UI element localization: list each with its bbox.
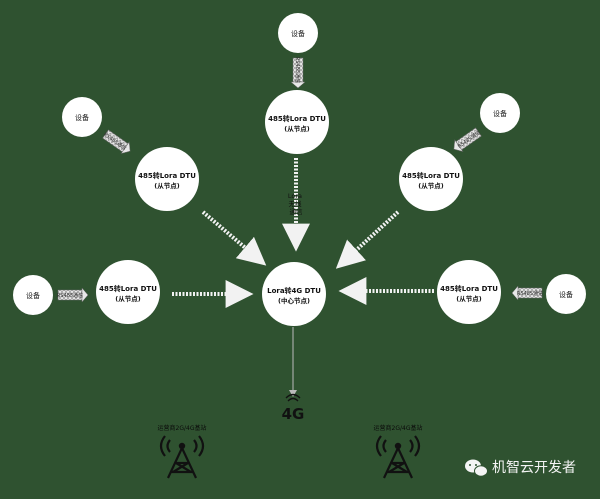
tower-label: 运营商2G/4G基站 xyxy=(158,424,207,432)
dtu-node-upper-left: 485转Lora DTU (从节点) xyxy=(135,147,199,211)
rs485-arrow-top: RS485通信 xyxy=(290,57,306,89)
dtu-sublabel: (从节点) xyxy=(456,294,481,303)
dtu-sublabel: (从节点) xyxy=(154,181,179,190)
watermark-text: 机智云开发者 xyxy=(492,460,576,476)
wechat-icon xyxy=(465,459,488,477)
rs485-label: RS485通信 xyxy=(57,292,83,299)
4g-label: 4G xyxy=(282,405,305,423)
dtu-label: 485转Lora DTU xyxy=(402,171,460,180)
dtu-sublabel: (从节点) xyxy=(418,181,443,190)
rs485-label: RS485通信 xyxy=(294,57,301,83)
dtu-label: 485转Lora DTU xyxy=(268,114,326,123)
dtu-label: 485转Lora DTU xyxy=(440,284,498,293)
cell-tower-icon xyxy=(375,435,421,479)
uplink-arrowhead xyxy=(289,390,297,397)
cell-tower-right: 运营商2G/4G基站 xyxy=(374,424,423,479)
signal-icon xyxy=(285,393,301,402)
dtu-node-left: 485转Lora DTU (从节点) xyxy=(96,260,160,324)
lora-arrows xyxy=(172,158,434,308)
rs485-arrow-upper-right: RS485通信 xyxy=(453,127,482,152)
watermark: 机智云开发者 xyxy=(465,459,576,477)
dtu-node-right: 485转Lora DTU (从节点) xyxy=(437,260,501,324)
device-node-upper-left: 设备 xyxy=(62,97,102,137)
rs485-arrow-upper-left: RS485通信 xyxy=(102,129,131,154)
device-node-left: 设备 xyxy=(13,275,53,315)
dtu-node-upper-right: 485转Lora DTU (从节点) xyxy=(399,147,463,211)
center-label: Lora转4G DTU xyxy=(267,286,321,295)
4g-badge: 4G xyxy=(282,393,305,423)
dtu-sublabel: (从节点) xyxy=(284,124,309,133)
rs485-arrow-right: RS485通信 xyxy=(511,285,543,301)
center-node: Lora转4G DTU (中心节点) xyxy=(262,262,326,326)
device-node-upper-right: 设备 xyxy=(480,93,520,133)
device-label: 设备 xyxy=(75,113,89,122)
cell-tower-icon xyxy=(159,435,205,479)
device-label: 设备 xyxy=(493,109,507,118)
dtu-label: 485转Lora DTU xyxy=(138,171,196,180)
dtu-sublabel: (从节点) xyxy=(115,294,140,303)
device-node-right: 设备 xyxy=(546,274,586,314)
device-node-top: 设备 xyxy=(278,13,318,53)
arrow-upper-left-to-center xyxy=(201,210,267,266)
device-label: 设备 xyxy=(559,290,573,299)
dtu-label: 485转Lora DTU xyxy=(99,284,157,293)
tower-label: 运营商2G/4G基站 xyxy=(374,424,423,432)
dtu-node-top: 485转Lora DTU (从节点) xyxy=(265,90,329,154)
lora-link-label: Lora 无线 通信 xyxy=(288,192,304,216)
device-label: 设备 xyxy=(291,29,305,38)
rs485-label: RS485通信 xyxy=(517,290,543,297)
cell-tower-left: 运营商2G/4G基站 xyxy=(158,424,207,479)
center-sublabel: (中心节点) xyxy=(278,296,310,305)
device-label: 设备 xyxy=(26,291,40,300)
rs485-arrow-left: RS485通信 xyxy=(57,287,89,303)
arrow-upper-right-to-center xyxy=(335,210,400,269)
